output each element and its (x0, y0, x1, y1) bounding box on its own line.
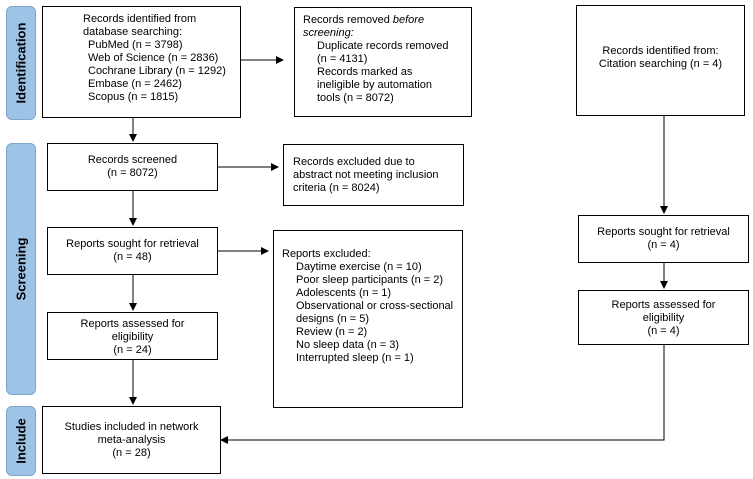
box-database-records: Records identified from database searchi… (42, 6, 241, 118)
assessed-line-1: Reports assessed for (80, 318, 185, 330)
excluded-abstract-line-1: Records excluded due to (293, 156, 415, 168)
screened-title: Records screened (87, 154, 178, 166)
assessed-line-2: eligibility (111, 331, 154, 343)
reason-observational-cont: designs (n = 5) (296, 313, 370, 325)
box-removed-before-screening: Records removed before screening: Duplic… (294, 7, 472, 117)
citation-assessed-count: (n = 4) (647, 325, 680, 337)
assessed-count: (n = 24) (113, 344, 152, 356)
source-scopus: Scopus (n = 1815) (88, 91, 179, 103)
citation-sought-title: Reports sought for retrieval (597, 226, 730, 238)
reason-adolescents: Adolescents (n = 1) (296, 287, 392, 299)
screened-count: (n = 8072) (107, 167, 158, 179)
box-records-excluded: Records excluded due to abstract not mee… (283, 144, 464, 206)
box-reports-excluded: Reports excluded: Daytime exercise (n = … (273, 230, 463, 408)
duplicates-line-2: (n = 4131) (317, 53, 368, 65)
removed-heading-2: screening: (303, 27, 354, 39)
reason-no-sleep-data: No sleep data (n = 3) (296, 339, 400, 351)
excluded-abstract-line-2: abstract not meeting inclusion (293, 169, 439, 181)
citation-assessed-line-2: eligibility (642, 312, 685, 324)
reason-interrupted-sleep: Interrupted sleep (n = 1) (296, 352, 414, 364)
sought-title: Reports sought for retrieval (66, 238, 199, 250)
database-records-heading-1: Records identified from (83, 13, 197, 25)
box-citation-sought: Reports sought for retrieval (n = 4) (578, 215, 749, 263)
stage-include: Include (6, 406, 36, 476)
citation-records-line-1: Records identified from: (602, 45, 719, 57)
source-cochrane: Cochrane Library (n = 1292) (88, 65, 226, 77)
reason-observational: Observational or cross-sectional (296, 300, 454, 312)
ineligible-line-3: tools (n = 8072) (317, 92, 394, 104)
box-citation-assessed: Reports assessed for eligibility (n = 4) (578, 290, 749, 345)
arrow-citation-assessed-to-included (220, 345, 665, 444)
source-pubmed: PubMed (n = 3798) (88, 39, 183, 51)
reason-daytime-exercise: Daytime exercise (n = 10) (296, 261, 422, 273)
excluded-abstract-line-3: criteria (n = 8024) (293, 182, 380, 194)
duplicates-line-1: Duplicate records removed (317, 40, 449, 52)
database-records-heading-2: database searching: (83, 26, 183, 38)
box-studies-included: Studies included in network meta-analysi… (42, 406, 221, 474)
reason-poor-sleep: Poor sleep participants (n = 2) (296, 274, 444, 286)
stage-identification: Identification (6, 6, 36, 120)
box-reports-sought: Reports sought for retrieval (n = 48) (47, 227, 218, 275)
box-records-screened: Records screened (n = 8072) (47, 143, 218, 191)
reason-review: Review (n = 2) (296, 326, 368, 338)
included-line-1: Studies included in network (64, 421, 199, 433)
box-reports-assessed: Reports assessed for eligibility (n = 24… (47, 312, 218, 360)
sought-count: (n = 48) (113, 251, 152, 263)
source-web-of-science: Web of Science (n = 2836) (88, 52, 219, 64)
citation-records-line-2: Citation searching (n = 4) (598, 58, 723, 70)
included-count: (n = 28) (112, 447, 151, 459)
ineligible-line-2: ineligible by automation (317, 79, 432, 91)
removed-heading-1: Records removed before (303, 14, 425, 26)
included-line-2: meta-analysis (97, 434, 166, 446)
stage-screening: Screening (6, 143, 36, 395)
ineligible-line-1: Records marked as (317, 66, 413, 78)
box-citation-records: Records identified from: Citation search… (576, 5, 745, 116)
citation-sought-count: (n = 4) (647, 239, 680, 251)
source-embase: Embase (n = 2462) (88, 78, 182, 90)
citation-assessed-line-1: Reports assessed for (611, 299, 716, 311)
reports-excluded-title: Reports excluded: (282, 248, 371, 260)
